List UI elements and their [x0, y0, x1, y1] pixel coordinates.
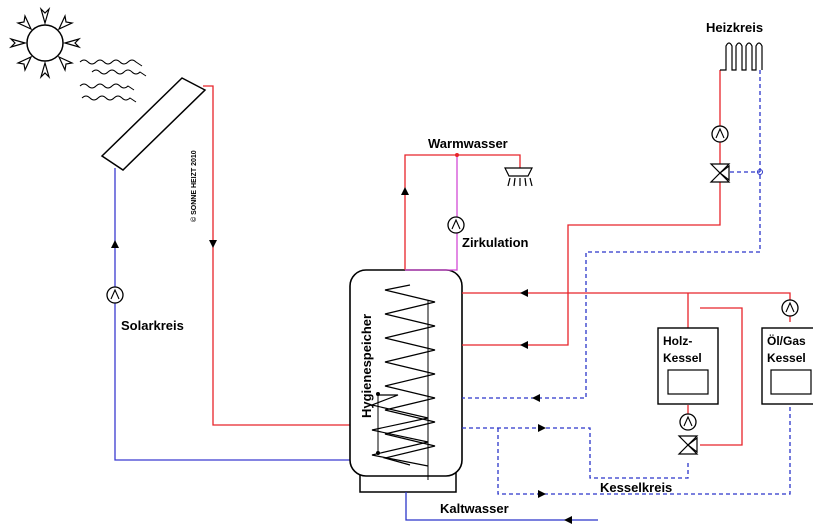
- oilgas-pump-icon: [781, 299, 799, 317]
- coldwater-arrow: [564, 516, 572, 524]
- storage-tank: [349, 269, 463, 493]
- radiator-icon: [720, 42, 763, 71]
- heating-valve-icon: [710, 163, 730, 183]
- oilgas-label-1: Öl/Gas: [767, 333, 806, 348]
- circulation-pump-icon: [447, 216, 465, 234]
- wood-valve-icon: [678, 435, 698, 455]
- flow-arrow-up: [111, 240, 119, 248]
- tank-label: Hygienespeicher: [359, 314, 374, 418]
- sun-icon: [8, 6, 82, 80]
- boiler-return-arrow: [520, 289, 528, 297]
- zirkulation-label: Zirkulation: [462, 235, 529, 250]
- coldwater-line: [405, 492, 598, 521]
- sun-rays: [79, 59, 147, 103]
- boiler-flow-arrow: [538, 424, 546, 432]
- holz-label-2: Kessel: [663, 351, 702, 365]
- heating-flow-arrow: [532, 394, 540, 402]
- warmwasser-label: Warmwasser: [428, 136, 508, 151]
- boiler-flow-arrow-lower: [538, 490, 546, 498]
- oilgas-label-2: Kessel: [767, 351, 806, 365]
- heizkreis-label: Heizkreis: [706, 20, 763, 35]
- warmwater-arrow-up: [401, 187, 409, 195]
- kesselkreis-label: Kesselkreis: [600, 480, 672, 495]
- shower-icon: [504, 167, 533, 187]
- holz-label-1: Holz-: [663, 334, 692, 348]
- solar-pump-icon: [106, 286, 124, 304]
- heating-return-arrow: [520, 341, 528, 349]
- solarkreis-label: Solarkreis: [121, 318, 184, 333]
- warmwater-line: [404, 154, 521, 271]
- oilgas-boiler: [761, 327, 813, 405]
- heating-pump-icon: [711, 125, 729, 143]
- kaltwasser-label: Kaltwasser: [440, 501, 509, 516]
- solar-collector: [100, 77, 207, 171]
- wood-boiler: [657, 327, 719, 405]
- copyright-text: © SONNE HEIZT 2010: [190, 150, 198, 222]
- solar-loop: [114, 85, 350, 461]
- boiler-circuit: [462, 292, 791, 495]
- wood-pump-icon: [679, 413, 697, 431]
- flow-arrow-down: [209, 240, 217, 248]
